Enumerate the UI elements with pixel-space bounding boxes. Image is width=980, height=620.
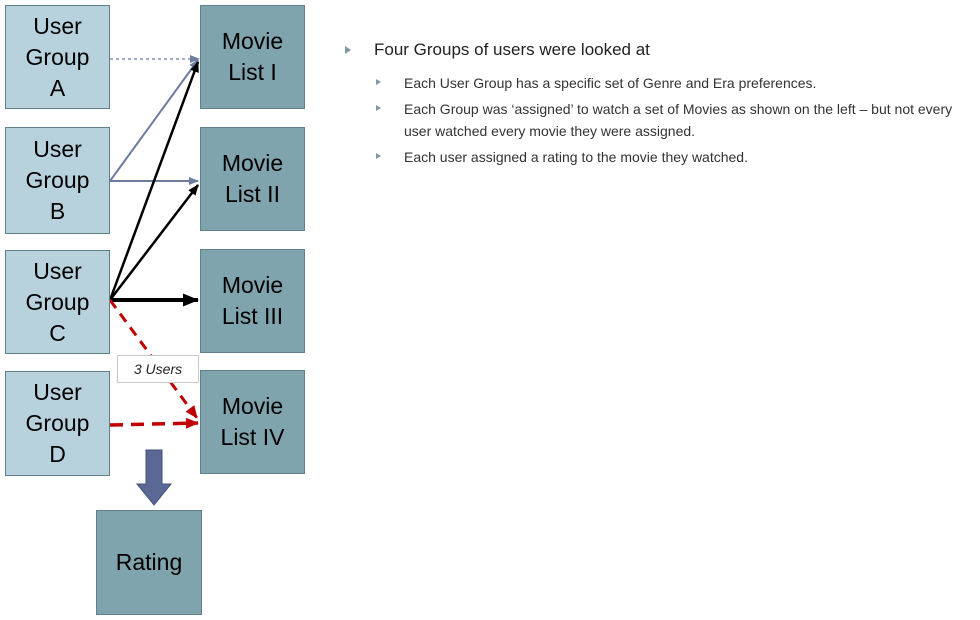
note-item: Each User Group has a specific set of Ge… [342,72,967,94]
note-item-text: Each user assigned a rating to the movie… [404,149,748,165]
bullet-icon [376,153,381,159]
bullet-icon [345,46,351,54]
user-group-b: User Group B [5,127,110,234]
rating-box: Rating [96,510,202,615]
movie-list-iii: Movie List III [200,249,305,353]
user-group-a: User Group A [5,5,110,109]
note-item-text: Each User Group has a specific set of Ge… [404,75,817,91]
arrow-c-to-list-i [108,61,200,301]
note-item: Each user assigned a rating to the movie… [342,146,967,168]
arrow-b-to-list-i [109,59,199,182]
user-group-c: User Group C [5,250,110,354]
notes-panel: Four Groups of users were looked at Each… [342,38,967,172]
note-item: Each Group was ‘assigned’ to watch a set… [342,98,967,142]
notes-heading: Four Groups of users were looked at [342,38,967,62]
movie-list-iv: Movie List IV [200,370,305,474]
movie-list-ii: Movie List II [200,127,305,231]
user-group-d: User Group D [5,371,110,476]
notes-heading-text: Four Groups of users were looked at [374,40,650,59]
note-item-text: Each Group was ‘assigned’ to watch a set… [404,101,953,139]
down-arrow-to-rating [135,449,173,506]
three-users-callout: 3 Users [117,355,199,383]
arrow-d-to-list-iv [109,417,199,429]
bullet-icon [376,105,381,111]
arrow-c-to-list-ii [109,184,199,301]
movie-list-i: Movie List I [200,5,305,109]
bullet-icon [376,79,381,85]
